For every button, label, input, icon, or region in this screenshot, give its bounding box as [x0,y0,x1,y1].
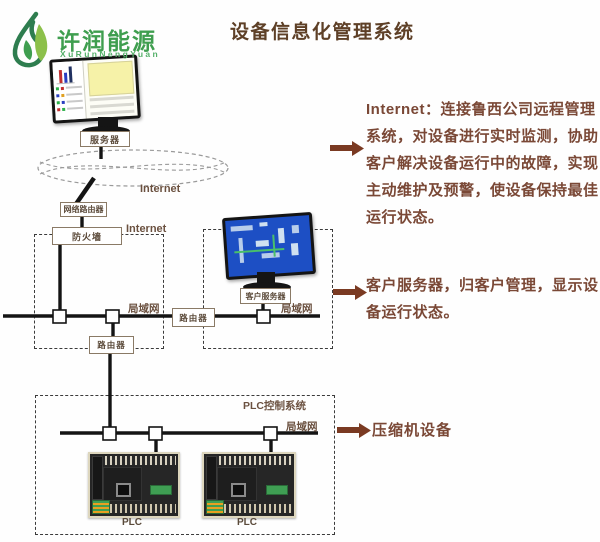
plc2-label: PLC [237,517,257,528]
client-monitor-stand [257,272,275,285]
client-monitor [221,211,317,281]
plc-terminal-teeth [100,456,176,465]
plc-side-module [92,456,103,500]
logo-text: 许润能源 [57,28,157,54]
internet-cloud-icon [37,149,229,187]
client-server-label-box: 客户服务器 [240,288,291,304]
internet-note: Internet：连接鲁西公司远程管理系统，对设备进行实时监测，协助客户解决设备… [366,101,599,226]
logo-subtext: XuRunNengYuan [60,49,161,59]
plc-terminal-teeth [110,504,176,513]
plc1-label: PLC [122,517,142,528]
router-lower-box: 路由器 [89,336,134,354]
client-screen-element [277,228,285,244]
client-screen-element [230,224,253,232]
server-monitor [49,54,141,124]
plc-device-1 [88,452,180,518]
plc-ethernet-port [231,482,246,497]
client-server-note: 客户服务器，归客户管理，显示设备运行状态。 [366,277,599,321]
client-monitor-screen [225,215,313,277]
server-monitor-screen [52,57,138,121]
plc-device-2 [202,452,296,518]
lan-label-right: 局域网 [281,303,313,315]
compressor-note: 压缩机设备 [372,422,453,439]
internet-link-label: Internet [126,223,167,235]
page-title: 设备信息化管理系统 [230,22,415,43]
plc-green-connector [265,485,288,495]
lan-group-box-left [34,234,164,349]
plc-terminal-teeth [214,456,292,465]
firewall-box: 防火墙 [52,227,122,245]
internet-cloud-label: Internet [140,183,181,195]
plc-system-label: PLC控制系统 [243,400,306,412]
client-screen-element [290,242,299,256]
server-screen-sidebar [52,60,87,121]
plc-terminal-block [206,500,224,514]
logo-leaf-icon [12,11,48,68]
plc-lan-label: 局域网 [286,421,318,433]
plc-terminal-teeth [224,504,292,513]
plc-side-module [206,456,217,500]
router-main-box: 路由器 [172,308,215,327]
client-screen-element [258,222,268,227]
network-router-box: 网络路由器 [60,202,107,217]
client-screen-element [261,252,280,259]
plc-terminal-block [92,500,110,514]
client-screen-element [255,240,269,247]
lan-label-left: 局域网 [128,303,160,315]
server-screen-main-panel [83,58,138,119]
arrow-internet-note [330,141,364,156]
server-label-box: 服务器 [80,131,130,147]
client-monitor-base [243,282,291,292]
server-screen-yellow-panel [87,61,135,97]
plc-ethernet-port [116,482,132,497]
arrow-client-server-note [333,285,367,300]
plc-green-connector [149,485,172,495]
arrow-compressor-note [337,423,371,438]
callout-arrows [330,141,371,438]
plc-control-system-box [35,395,335,535]
client-screen-element [291,224,300,234]
client-screen-pipe-line [272,234,276,257]
